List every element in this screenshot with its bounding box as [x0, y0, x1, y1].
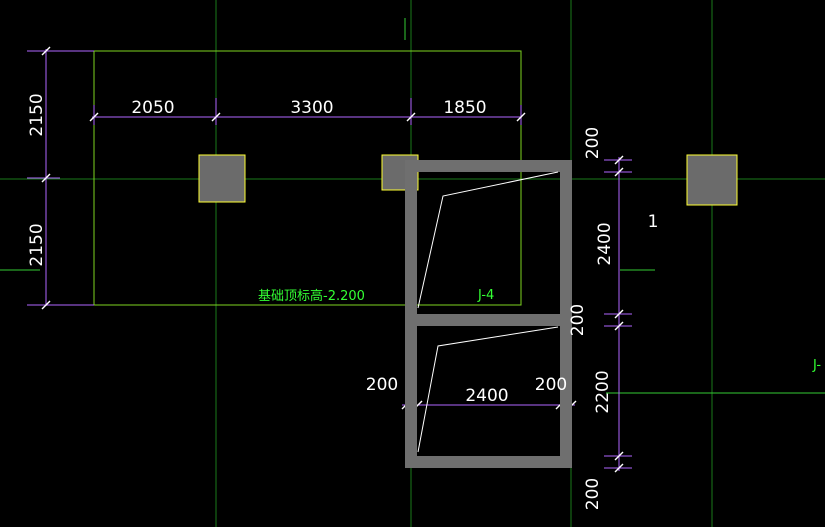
dim-text-1850: 1850: [443, 98, 486, 118]
column-3: [686, 154, 738, 206]
axis-number: 1: [648, 212, 659, 232]
dim-text-200-a: 200: [583, 127, 603, 159]
dim-text-200-right: 200: [535, 375, 567, 395]
stair-lines: [417, 171, 559, 453]
dim-text-2400-bottom: 2400: [465, 386, 508, 406]
pit-walls: [405, 160, 572, 468]
column-1: [198, 154, 246, 203]
tick: [614, 155, 624, 165]
wall-bottom: [405, 456, 572, 468]
foundation-outline: [93, 50, 522, 306]
wall-right: [560, 160, 572, 468]
elevation-label: 基础顶标高-2.200: [258, 288, 365, 304]
wall-middle: [405, 314, 572, 326]
dim-text-2200: 2200: [593, 370, 613, 413]
dim-text-2400-right: 2400: [595, 222, 615, 265]
dim-text-2150-top: 2150: [27, 93, 47, 136]
stair-line-lower: [417, 326, 559, 453]
columns: [198, 154, 738, 206]
foundation-label: J-4: [477, 288, 494, 303]
wall-left: [405, 160, 417, 468]
tick: [614, 451, 624, 461]
axis-stubs: [0, 18, 825, 394]
dim-text-200-b: 200: [568, 304, 588, 336]
dim-text-3300: 3300: [290, 98, 333, 118]
stair-line-upper: [417, 171, 559, 309]
tick: [614, 321, 624, 331]
tick: [41, 300, 51, 310]
dim-text-200-c: 200: [583, 478, 603, 510]
dim-text-2150-bottom: 2150: [27, 223, 47, 266]
tick: [41, 173, 51, 183]
tick: [614, 167, 624, 177]
tick: [614, 309, 624, 319]
tick: [516, 112, 526, 122]
tick: [211, 112, 221, 122]
tick: [614, 463, 624, 473]
dim-text-200-left: 200: [366, 375, 398, 395]
wall-top: [405, 160, 572, 172]
foundation-label-cut: J-: [812, 358, 821, 373]
tick: [406, 112, 416, 122]
tick: [41, 46, 51, 56]
tick: [89, 112, 99, 122]
dim-text-2050: 2050: [131, 98, 174, 118]
